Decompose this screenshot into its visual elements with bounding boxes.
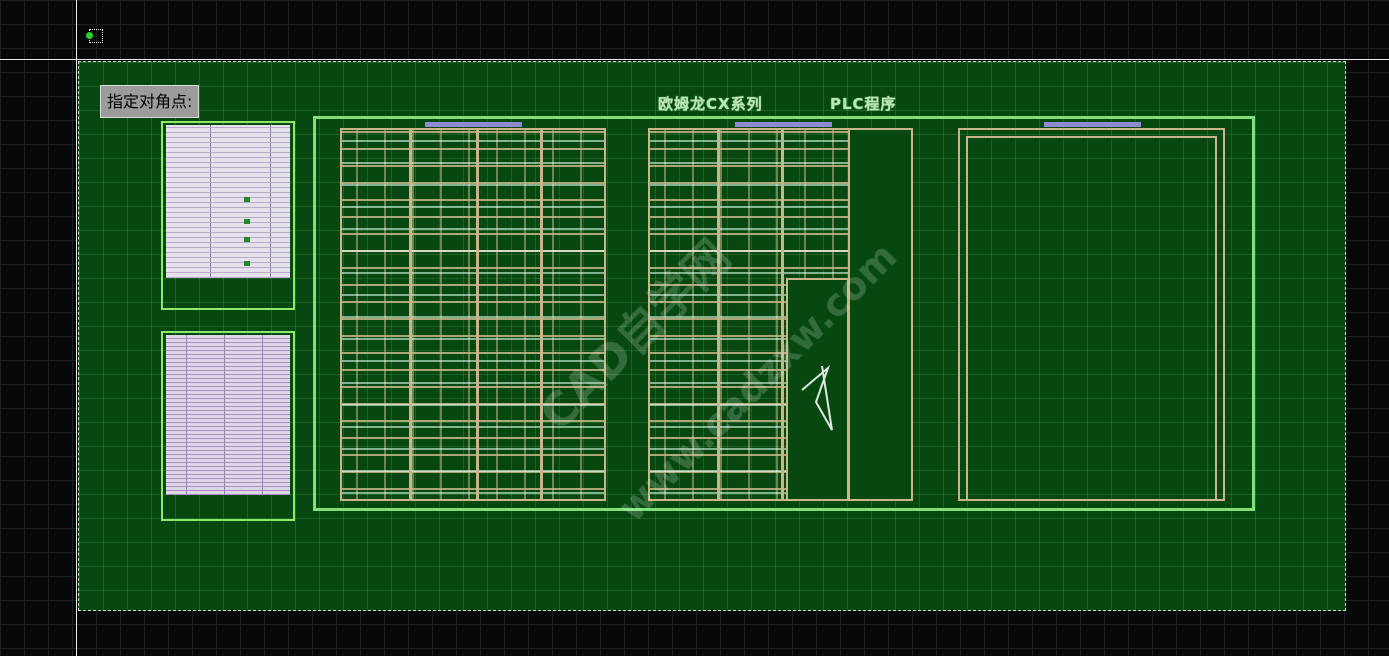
- crosshair-vertical-line: [76, 0, 77, 656]
- sketch-icon: [801, 364, 833, 431]
- drawing-subtitle: PLC程序: [830, 95, 897, 113]
- plc-drawing-frame[interactable]: [313, 116, 1255, 511]
- ladder-diagram-panel-1[interactable]: [340, 128, 606, 501]
- sheet-marker: [244, 197, 250, 202]
- sheet-contents: [166, 125, 290, 278]
- ladder-column: [342, 130, 412, 499]
- ladder-diagram-panel-2[interactable]: [648, 128, 913, 501]
- ladder-contacts: [342, 130, 604, 499]
- blank-region: [786, 278, 849, 499]
- blank-column: [848, 130, 911, 499]
- bus-bar: [1044, 122, 1141, 127]
- ladder-column: [476, 130, 543, 499]
- sheet-marker: [244, 261, 250, 266]
- bus-bar: [735, 122, 832, 127]
- ladder-column: [717, 130, 784, 499]
- crosshair-horizontal-line: [0, 59, 1389, 60]
- drawing-sheet-thumbnail-2[interactable]: [161, 331, 295, 521]
- sheet-marker: [244, 237, 250, 242]
- ladder-column: [650, 130, 720, 499]
- drawing-sheet-thumbnail-1[interactable]: [161, 121, 295, 310]
- cursor-dot-icon: [86, 32, 93, 39]
- drawing-title: 欧姆龙CX系列: [658, 95, 763, 113]
- empty-panel[interactable]: [958, 128, 1225, 501]
- bus-bar: [425, 122, 522, 127]
- sheet-contents: [166, 335, 290, 495]
- command-prompt-tooltip: 指定对角点:: [100, 85, 200, 118]
- ladder-column: [409, 130, 479, 499]
- sheet-marker: [244, 219, 250, 224]
